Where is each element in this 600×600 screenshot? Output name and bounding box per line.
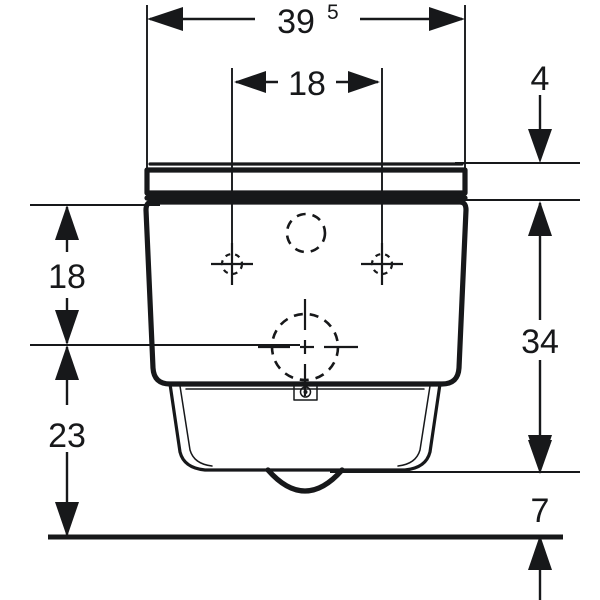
dimension-body-height: 34 [521, 201, 559, 470]
mounting-hole-crosshair-left [211, 243, 253, 285]
seat-and-lid-band [144, 162, 468, 201]
crosshair-right-hidden-circle [370, 252, 394, 276]
dim-label-upper-left-height: 18 [48, 258, 86, 296]
arrow-down-gap-top [528, 440, 552, 474]
bowl-skirt-outer [168, 382, 442, 472]
arrow-up-left18 [55, 205, 79, 240]
arrow-right-overall [429, 7, 465, 31]
dimension-floor-gap: 7 [528, 440, 552, 600]
dim-label-body-height: 34 [521, 323, 559, 361]
extension-lines [30, 5, 580, 473]
arrow-left-overall [147, 7, 183, 31]
dim-label-bolt-spacing: 18 [288, 65, 326, 103]
dimension-width-overall: 39 5 [147, 0, 465, 41]
bowl-main-body [143, 199, 469, 387]
bowl-skirt-inner-left [179, 385, 213, 467]
dim-label-seat-to-bolt: 4 [531, 60, 550, 98]
dimension-upper-left-height: 18 [48, 205, 86, 345]
dimension-bolt-spacing: 18 [234, 63, 380, 103]
arrow-down-left23 [55, 502, 79, 537]
arrow-up-gap-bottom [528, 535, 552, 570]
mounting-hole-crosshair-right [361, 243, 403, 285]
dim-label-width-overall-sup: 5 [327, 1, 339, 24]
bowl-skirt-inner-right [397, 385, 431, 467]
dimension-lower-left-height: 23 [48, 345, 86, 537]
flush-inlet-circle [285, 212, 327, 254]
crosshair-left-hidden-circle [220, 252, 244, 276]
arrow-right-bolt [348, 71, 380, 93]
flush-inlet-hidden-circle [285, 212, 327, 254]
lid-outline [144, 167, 468, 196]
arrow-down-left18 [55, 310, 79, 345]
arrow-up-body [528, 201, 552, 236]
waste-outlet-hidden-circle [258, 299, 358, 396]
dim-label-lower-left-height: 23 [48, 417, 86, 455]
arrow-down-seat [528, 129, 552, 163]
arrow-up-left23 [55, 345, 79, 380]
dim-label-width-overall: 39 [277, 3, 315, 41]
dim-text-mask-bolt [278, 63, 336, 101]
bowl-underside-arc [265, 467, 345, 494]
dim-label-floor-gap: 7 [531, 492, 550, 530]
dim-text-mask-overall [255, 0, 360, 40]
dimension-seat-to-bolt: 4 [528, 60, 552, 163]
arrow-left-bolt [234, 71, 266, 93]
